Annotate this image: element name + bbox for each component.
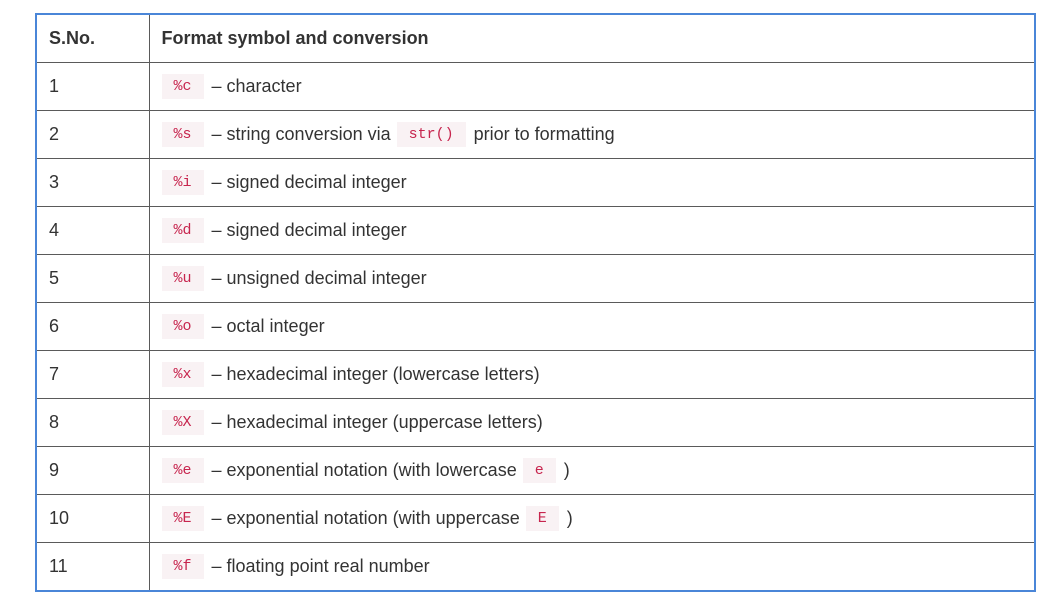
row-description: %X – hexadecimal integer (uppercase lette… [148,398,1034,447]
table-row: 5 %u – unsigned decimal integer [37,254,1034,303]
row-text: – signed decimal integer [211,220,407,240]
inline-code: str() [396,122,466,147]
row-description: %c – character [148,62,1034,111]
row-text: – floating point real number [211,556,430,576]
format-code: %s [161,122,204,147]
table-row: 8 %X – hexadecimal integer (uppercase let… [37,398,1034,447]
row-text: – hexadecimal integer (lowercase letters… [211,364,540,384]
format-code: %d [161,218,204,243]
header-format: Format symbol and conversion [148,15,1034,63]
row-text: – hexadecimal integer (uppercase letters… [211,412,543,432]
row-text: – octal integer [211,316,325,336]
format-code: %E [161,506,204,531]
row-number: 7 [37,350,150,399]
format-code: %x [161,362,204,387]
row-description: %u – unsigned decimal integer [148,254,1034,303]
table-row: 9 %e – exponential notation (with lowerca… [37,446,1034,495]
row-description: %f – floating point real number [148,542,1034,590]
format-code: %i [161,170,204,195]
row-text: – exponential notation (with uppercase [211,508,520,528]
format-code: %c [161,74,204,99]
row-number: 8 [37,398,150,447]
table-row: 4 %d – signed decimal integer [37,206,1034,255]
row-number: 11 [37,542,150,590]
row-text: – signed decimal integer [211,172,407,192]
row-text: – exponential notation (with lowercase [211,460,517,480]
row-description: %x – hexadecimal integer (lowercase lette… [148,350,1034,399]
table-row: 10 %E – exponential notation (with upperc… [37,494,1034,543]
table-row: 1 %c – character [37,62,1034,111]
inline-code: e [522,458,556,483]
row-number: 3 [37,158,150,207]
table-row: 7 %x – hexadecimal integer (lowercase let… [37,350,1034,399]
format-code: %o [161,314,204,339]
row-number: 6 [37,302,150,351]
format-code: %f [161,554,204,579]
format-code: %e [161,458,204,483]
row-text: – unsigned decimal integer [211,268,427,288]
row-description: %o – octal integer [148,302,1034,351]
header-sno: S.No. [37,15,150,63]
row-number: 10 [37,494,150,543]
row-number: 9 [37,446,150,495]
row-text-suffix: ) [563,460,570,480]
format-symbol-table: S.No. Format symbol and conversion 1 %c–… [37,15,1034,590]
row-number: 2 [37,110,150,159]
table-row: 3 %i – signed decimal integer [37,158,1034,207]
row-description: %d – signed decimal integer [148,206,1034,255]
row-text: – character [211,76,302,96]
table-header-row: S.No. Format symbol and conversion [37,15,1034,63]
table-row: 6 %o – octal integer [37,302,1034,351]
row-number: 1 [37,62,150,111]
row-description: %i – signed decimal integer [148,158,1034,207]
row-text-suffix: ) [566,508,573,528]
row-number: 4 [37,206,150,255]
row-description: %e – exponential notation (with lowercase… [148,446,1034,495]
format-table-frame: S.No. Format symbol and conversion 1 %c–… [35,13,1036,592]
format-code: %X [161,410,204,435]
format-code: %u [161,266,204,291]
row-text: – string conversion via [211,124,391,144]
row-number: 5 [37,254,150,303]
inline-code: E [525,506,559,531]
table-row: 11 %f – floating point real number [37,542,1034,590]
row-text-suffix: prior to formatting [473,124,615,144]
row-description: %E – exponential notation (with uppercase… [148,494,1034,543]
